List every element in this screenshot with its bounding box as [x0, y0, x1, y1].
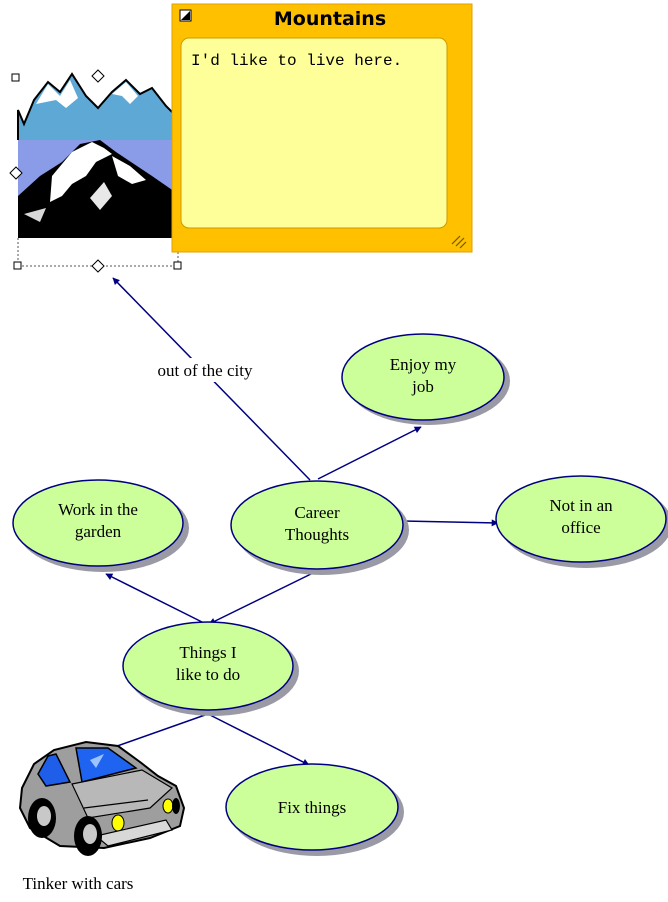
note-title: Mountains	[274, 8, 386, 30]
resize-handle-top-left[interactable]	[11, 73, 20, 82]
node-things-line2: like to do	[176, 665, 240, 684]
car-caption: Tinker with cars	[23, 874, 134, 893]
link-career-to-enjoy[interactable]	[317, 426, 422, 480]
node-enjoy-my-job[interactable]: Enjoy my job	[341, 333, 510, 425]
handle-diamond-top[interactable]	[91, 69, 105, 83]
node-fix-label: Fix things	[278, 798, 347, 817]
car-image[interactable]: Tinker with cars	[18, 740, 186, 893]
node-things-i-like-to-do[interactable]: Things I like to do	[122, 621, 299, 716]
node-career-line1: Career	[294, 503, 340, 522]
link-career-to-things[interactable]	[208, 572, 314, 625]
note-text: I'd like to live here.	[191, 52, 402, 70]
car-clipart-icon	[18, 740, 186, 856]
node-not-in-an-office[interactable]: Not in an office	[495, 475, 668, 568]
node-office-line1: Not in an	[549, 496, 613, 515]
link-things-to-fix[interactable]	[209, 714, 310, 766]
node-office-line2: office	[561, 518, 600, 537]
node-garden-line2: garden	[75, 522, 122, 541]
handle-diamond-left[interactable]	[9, 166, 23, 180]
node-career-line2: Thoughts	[285, 525, 349, 544]
link-label-out-of-the-city[interactable]: out of the city	[158, 361, 253, 380]
resize-handle-bottom-left[interactable]	[13, 261, 22, 270]
mountain-image[interactable]	[9, 69, 182, 273]
node-enjoy-line2: job	[411, 377, 434, 396]
link-things-to-car[interactable]	[105, 714, 206, 752]
note-text-area[interactable]	[180, 37, 448, 229]
link-things-to-garden[interactable]	[105, 573, 207, 625]
node-work-in-the-garden[interactable]: Work in the garden	[12, 479, 189, 572]
link-career-to-office[interactable]	[402, 519, 499, 527]
node-things-line1: Things I	[179, 643, 236, 662]
handle-diamond-bottom[interactable]	[91, 259, 105, 273]
resize-handle-bottom-right[interactable]	[173, 261, 182, 270]
note-resize-grip-icon[interactable]	[451, 235, 467, 249]
node-career-thoughts[interactable]: Career Thoughts	[230, 480, 409, 575]
mountain-clipart-icon	[17, 72, 179, 238]
node-fix-things[interactable]: Fix things	[225, 763, 404, 856]
link-label-background	[136, 358, 274, 382]
node-garden-line1: Work in the	[58, 500, 138, 519]
note-collapse-icon[interactable]	[179, 9, 192, 22]
node-enjoy-line1: Enjoy my	[390, 355, 457, 374]
note-window[interactable]: Mountains I'd like to live here.	[171, 3, 473, 253]
